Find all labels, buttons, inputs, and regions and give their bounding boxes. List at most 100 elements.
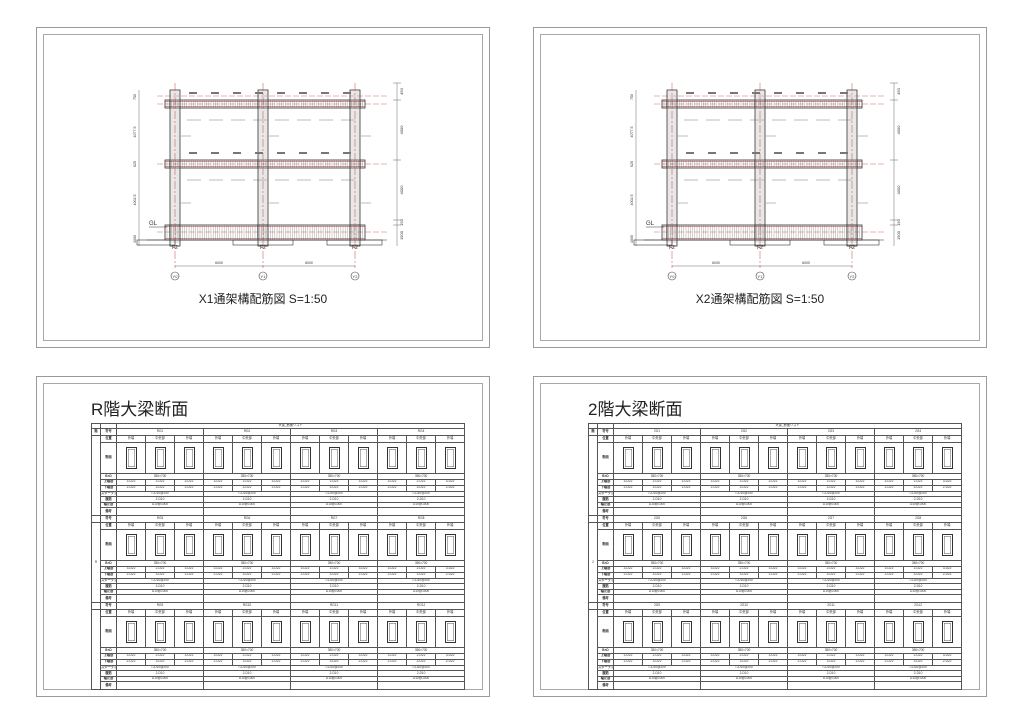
remarks-cell: [613, 594, 701, 603]
beam-section-icon: [386, 447, 398, 469]
position-label: 外端: [377, 609, 407, 617]
vertical-dimension: 1000: [630, 235, 634, 243]
beam-section-icon: [444, 447, 456, 469]
stirrup-cell: □-D10@200: [376, 490, 466, 497]
position-label: 中央部: [729, 522, 759, 530]
position-label: 外端: [377, 435, 407, 443]
remarks-cell: [116, 594, 204, 603]
position-label: 外端: [787, 609, 817, 617]
beam-section-icon: [415, 534, 427, 556]
table-cell: [91, 515, 101, 523]
row-label: 備考: [597, 681, 614, 690]
section-cell: [816, 442, 846, 474]
gl-label: GL: [646, 221, 655, 227]
floor-label: [588, 609, 598, 690]
table-row: スターラップ□-D10@200□-D10@200□-D10@200□-D10@2…: [92, 490, 466, 497]
position-label: 外端: [261, 609, 291, 617]
sheet-border: [540, 383, 980, 690]
annotation-text-mark: [818, 152, 826, 154]
annotation-text-mark: [730, 152, 738, 154]
section-cell: [261, 529, 291, 561]
section-cell: [116, 442, 146, 474]
row-label: 位置: [100, 609, 117, 617]
vertical-dimension: 625: [133, 161, 137, 167]
section-cell: [348, 529, 378, 561]
annotation-text-mark: [686, 152, 694, 154]
row-label: 符号: [100, 515, 117, 523]
bottom-bar-cell: 2-D22: [434, 484, 466, 492]
annotation-text-mark: [686, 92, 694, 94]
row-label: 備考: [597, 507, 614, 516]
annotation-text-mark: [211, 92, 219, 94]
table-row: 断面: [589, 442, 963, 474]
table-cell: [588, 602, 598, 610]
annotation-text-mark: [255, 152, 263, 154]
beam-symbol: RG11: [290, 602, 378, 610]
position-label: 中央部: [729, 435, 759, 443]
axis-bubble: [170, 271, 180, 281]
row-label: 位置: [597, 609, 614, 617]
row-label: 断面: [597, 442, 614, 474]
beam-section-icon: [386, 534, 398, 556]
section-cell: [729, 442, 759, 474]
span-dimension: 6000: [305, 261, 313, 265]
row-label: 符号: [100, 602, 117, 610]
remarks-cell: [873, 594, 963, 603]
section-cell: [787, 442, 817, 474]
section-cell: [348, 442, 378, 474]
position-label: 外端: [116, 435, 146, 443]
section-cell: [145, 529, 175, 561]
section-cell: [903, 442, 933, 474]
beam-symbol: 2G9: [613, 602, 701, 610]
beam-section-icon: [357, 621, 369, 643]
beam-section-icon: [241, 534, 253, 556]
table-row: 断面: [92, 529, 466, 561]
remarks-cell: [613, 507, 701, 516]
beam-section-icon: [357, 534, 369, 556]
position-label: 外端: [613, 522, 643, 530]
section-cell: [787, 529, 817, 561]
beam-section-icon: [241, 621, 253, 643]
section-cell: [931, 529, 963, 561]
floor-label: [91, 435, 101, 516]
section-cell: [290, 616, 320, 648]
table-row: 断面: [92, 616, 466, 648]
beam-symbol: RG10: [203, 602, 291, 610]
position-label: 外端: [700, 435, 730, 443]
annotation-text-mark: [796, 92, 804, 94]
position-label: 外端: [203, 435, 233, 443]
beam-section-icon: [854, 447, 866, 469]
beam-symbol: RG8: [376, 515, 466, 523]
section-cell: [700, 529, 730, 561]
remarks-cell: [873, 507, 963, 516]
section-cell: [642, 442, 672, 474]
beam-symbol: RG7: [290, 515, 378, 523]
footing: [136, 239, 176, 246]
section-cell: [671, 529, 701, 561]
vertical-dimension: 4077.5: [630, 127, 634, 138]
table-row: 断面: [589, 616, 963, 648]
beam-section-icon: [825, 534, 837, 556]
table-row: 断面: [589, 529, 963, 561]
beam-section-icon: [796, 534, 808, 556]
table-row: 断面: [92, 442, 466, 474]
row-label: 備考: [100, 594, 117, 603]
vertical-dimension: 750: [133, 94, 137, 100]
column-label: F2: [669, 245, 675, 251]
position-label: 外端: [613, 609, 643, 617]
beam-section-icon: [154, 534, 166, 556]
axis-bubble: [847, 271, 857, 281]
section-cell: [845, 442, 875, 474]
axis-label: Y2: [850, 274, 856, 279]
section-cell: [758, 529, 788, 561]
remarks-cell: [700, 681, 788, 690]
position-label: 中央部: [145, 522, 175, 530]
row-label: 符号: [597, 428, 614, 436]
beam-symbol: 2G10: [700, 602, 788, 610]
